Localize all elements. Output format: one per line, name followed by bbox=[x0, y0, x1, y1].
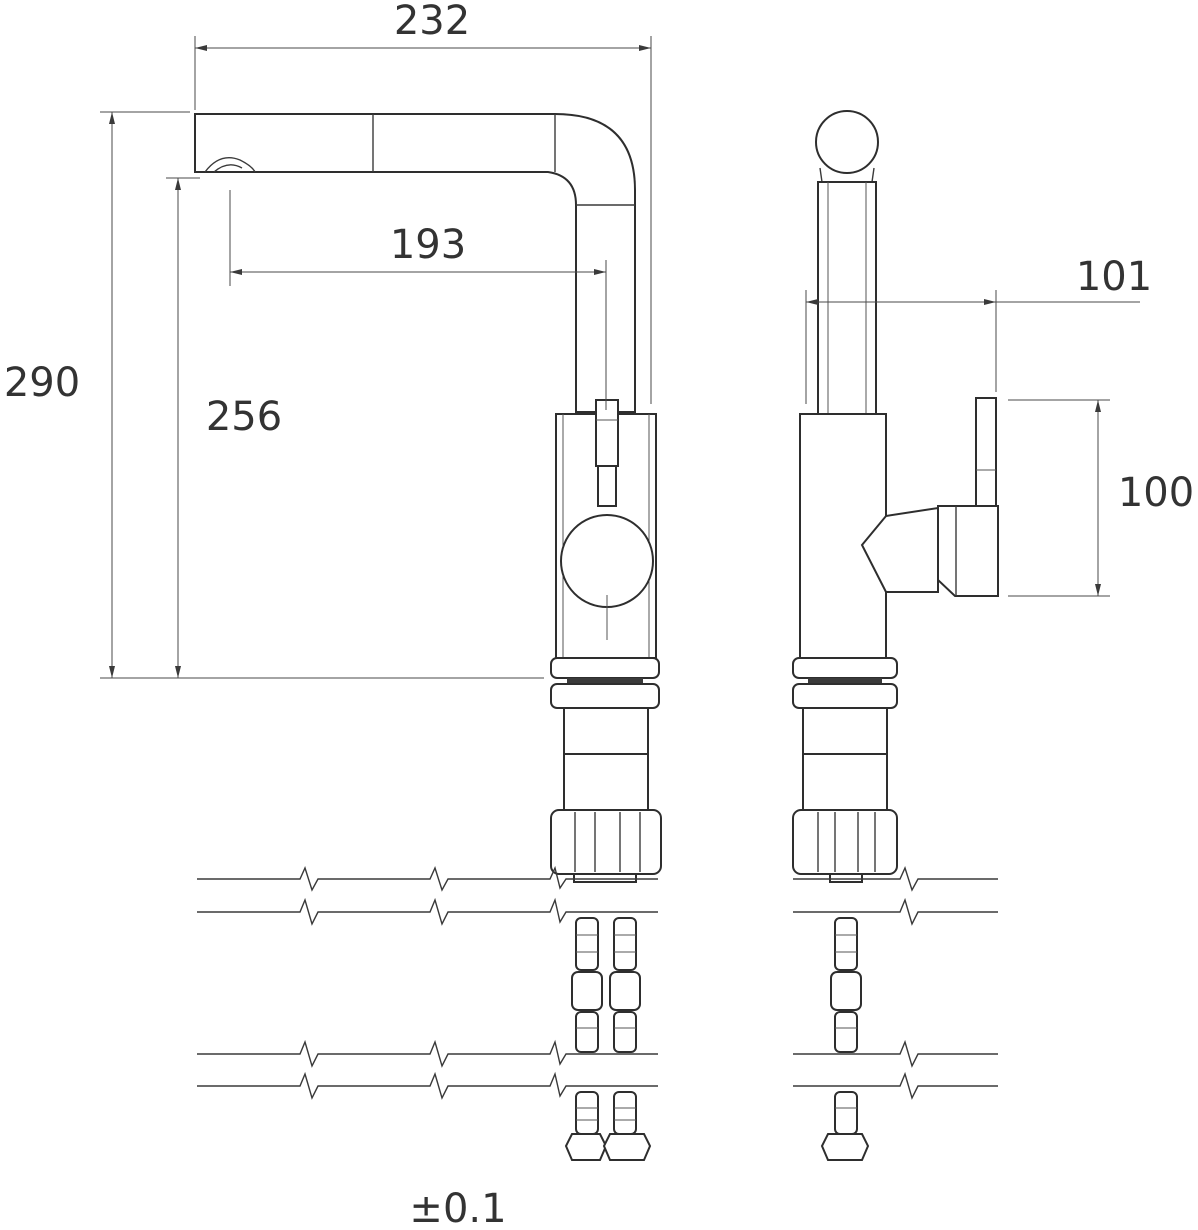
dim-label-232: 232 bbox=[394, 0, 470, 44]
front-collar bbox=[550, 657, 660, 811]
side-hose bbox=[820, 917, 870, 1161]
dimension-lines bbox=[100, 36, 1140, 679]
dim-label-256: 256 bbox=[206, 394, 282, 440]
side-nut bbox=[792, 809, 898, 883]
front-nut bbox=[550, 809, 662, 883]
side-break-lines bbox=[793, 866, 998, 1100]
dim-label-193: 193 bbox=[390, 222, 466, 268]
side-body bbox=[799, 397, 999, 659]
front-break-lines bbox=[197, 865, 658, 1100]
dim-label-290: 290 bbox=[4, 360, 80, 406]
dim-label-101: 101 bbox=[1076, 254, 1152, 300]
dim-label-100: 100 bbox=[1118, 470, 1194, 516]
front-hoses bbox=[564, 917, 652, 1161]
front-spout bbox=[194, 113, 636, 413]
front-body bbox=[555, 399, 657, 659]
side-collar bbox=[792, 657, 898, 811]
side-spout bbox=[815, 110, 879, 415]
dimension-labels: 232 193 290 256 101 100 ±0.1 bbox=[4, 0, 1194, 1230]
tolerance-label: ±0.1 bbox=[409, 1186, 506, 1230]
front-view bbox=[194, 113, 662, 1161]
side-view bbox=[792, 110, 999, 1161]
